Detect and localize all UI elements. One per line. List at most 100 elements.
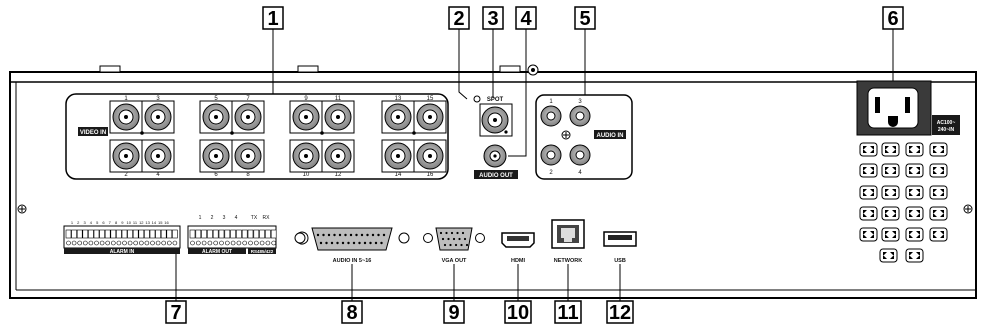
network-port[interactable]	[551, 219, 585, 249]
video-in-bnc-connector[interactable]	[231, 100, 265, 134]
video-in-bnc-connector[interactable]	[109, 100, 143, 134]
terminal-screw[interactable]	[110, 229, 117, 239]
terminal-screw[interactable]	[76, 229, 83, 239]
usb-port[interactable]	[603, 231, 637, 247]
terminal-hole	[99, 240, 105, 246]
video-in-bnc-connector[interactable]	[141, 100, 175, 134]
terminal-screw[interactable]	[172, 229, 178, 239]
video-in-bnc-connector[interactable]	[199, 139, 233, 173]
terminal-screw[interactable]	[116, 229, 122, 239]
terminal-screw[interactable]	[241, 229, 248, 239]
indicator-dot	[412, 131, 416, 135]
terminal-screw[interactable]	[82, 229, 89, 239]
audio-in-rca-2[interactable]	[540, 144, 562, 166]
terminal-hole	[161, 240, 166, 246]
vga-out-connector[interactable]	[423, 227, 485, 251]
spot-bnc-connector[interactable]	[479, 103, 513, 137]
callout-8: 8	[341, 300, 363, 324]
video-in-bnc-connector[interactable]	[231, 139, 265, 173]
power-rating-badge: AC100~ 240~IN	[932, 115, 960, 135]
terminal-hole	[139, 240, 144, 246]
terminal-hole	[77, 240, 82, 246]
video-in-bnc-connector[interactable]	[289, 139, 323, 173]
terminal-screw[interactable]	[166, 229, 173, 239]
callout-label: 8	[346, 302, 357, 324]
video-in-bnc-connector[interactable]	[381, 139, 415, 173]
vent-slot	[905, 248, 924, 263]
video-in-number: 10	[303, 172, 310, 178]
terminal-screw[interactable]	[93, 229, 100, 239]
video-in-label: VIDEO IN	[80, 130, 106, 136]
audio-out-rca-connector[interactable]	[483, 144, 507, 168]
terminal-hole	[201, 240, 207, 246]
alarm-in-number: 13	[145, 220, 150, 225]
terminal-screw[interactable]	[155, 229, 161, 239]
terminal-screw[interactable]	[160, 229, 167, 239]
vent-slot	[859, 185, 878, 200]
terminal-hole	[196, 240, 201, 246]
video-in-bnc-connector[interactable]	[321, 100, 355, 134]
terminal-screw[interactable]	[121, 229, 128, 239]
callout-1: 1	[262, 6, 284, 30]
terminal-screw[interactable]	[247, 229, 254, 239]
terminal-screw[interactable]	[99, 229, 105, 239]
terminal-screw[interactable]	[127, 229, 133, 239]
terminal-screw[interactable]	[132, 229, 139, 239]
callout-4: 4	[515, 6, 537, 30]
video-in-number: 16	[427, 172, 434, 178]
terminal-screw[interactable]	[224, 229, 231, 239]
audio-in-rca-1[interactable]	[540, 105, 562, 127]
terminal-screw[interactable]	[104, 229, 111, 239]
terminal-screw[interactable]	[236, 229, 242, 239]
terminal-hole	[253, 240, 259, 246]
video-in-bnc-connector[interactable]	[289, 100, 323, 134]
terminal-hole	[155, 240, 161, 246]
terminal-screw[interactable]	[201, 229, 207, 239]
video-in-label-bg	[78, 127, 108, 136]
alarm-in-number: 16	[164, 220, 169, 225]
terminal-screw[interactable]	[253, 229, 260, 239]
terminal-screw[interactable]	[144, 229, 150, 239]
terminal-hole	[271, 240, 277, 246]
alarm-terminals[interactable]	[65, 229, 277, 246]
terminal-screw[interactable]	[265, 229, 271, 239]
video-in-bnc-connector[interactable]	[199, 100, 233, 134]
video-in-number: 5	[214, 96, 218, 102]
callout-3: 3	[482, 6, 504, 30]
video-in-bnc-connector[interactable]	[109, 139, 143, 173]
video-in-bnc-connector[interactable]	[321, 139, 355, 173]
terminal-hole	[122, 240, 127, 246]
audio-in-rca-3[interactable]	[569, 105, 591, 127]
terminal-hole	[190, 240, 195, 246]
video-in-number: 2	[124, 172, 128, 178]
terminal-screw[interactable]	[212, 229, 219, 239]
audio-in-5-16-db25-connector[interactable]	[294, 227, 410, 251]
terminal-screw[interactable]	[138, 229, 145, 239]
vent-slot	[905, 163, 924, 178]
terminal-screw[interactable]	[88, 229, 94, 239]
terminal-screw[interactable]	[230, 229, 236, 239]
screw-icon	[17, 204, 27, 214]
terminal-hole	[213, 240, 218, 246]
hdmi-port[interactable]	[501, 232, 535, 248]
usb-label: USB	[614, 258, 626, 264]
terminal-screw[interactable]	[218, 229, 225, 239]
terminal-screw[interactable]	[189, 229, 196, 239]
terminal-screw[interactable]	[195, 229, 202, 239]
video-in-bnc-connector[interactable]	[413, 139, 447, 173]
video-in-bnc-connector[interactable]	[381, 100, 415, 134]
terminal-screw[interactable]	[270, 229, 277, 239]
video-in-number: 13	[395, 96, 402, 102]
callout-label: 4	[520, 8, 532, 30]
terminal-screw[interactable]	[71, 229, 77, 239]
terminal-screw[interactable]	[65, 229, 72, 239]
power-rating-line: AC100~	[937, 120, 956, 126]
audio-in-rca-4[interactable]	[569, 144, 591, 166]
terminal-screw[interactable]	[259, 229, 265, 239]
video-in-bnc-connector[interactable]	[413, 100, 447, 134]
terminal-screw[interactable]	[207, 229, 213, 239]
power-inlet[interactable]	[856, 80, 932, 136]
terminal-screw[interactable]	[149, 229, 156, 239]
video-in-bnc-connector[interactable]	[141, 139, 175, 173]
